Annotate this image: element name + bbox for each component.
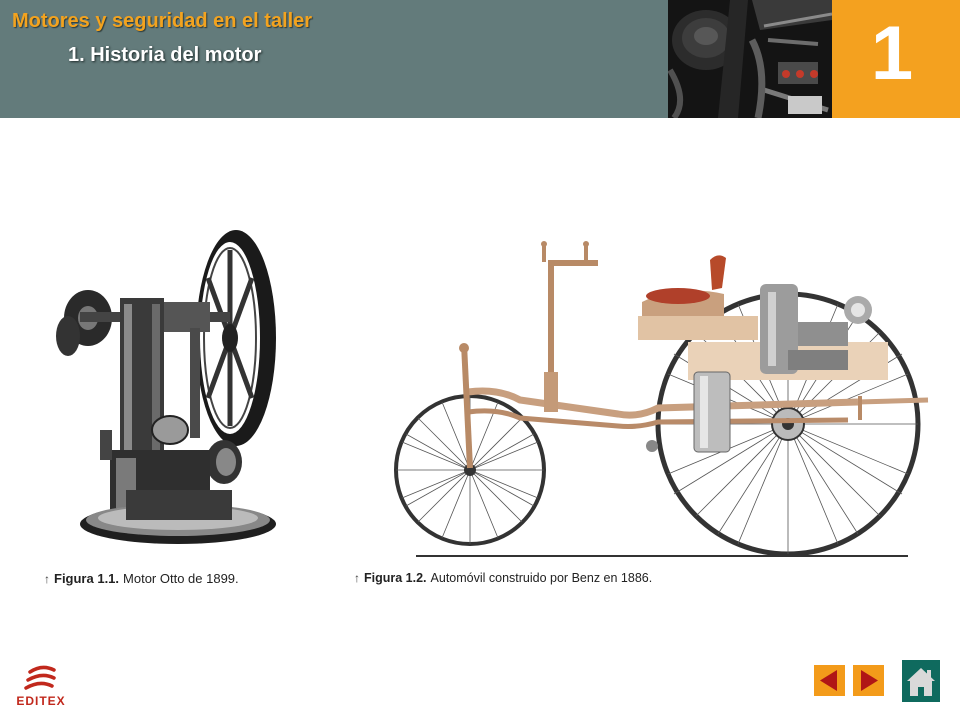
home-icon — [907, 668, 935, 696]
otto-engine-illustration — [40, 218, 286, 560]
arrow-right-icon — [861, 670, 878, 691]
engine-photo — [668, 0, 832, 118]
figure-caption-text: Motor Otto de 1899. — [123, 571, 239, 586]
next-button[interactable] — [853, 665, 884, 696]
home-button[interactable] — [902, 660, 940, 702]
arrow-left-icon — [820, 670, 837, 691]
figure-caption-text: Automóvil construido por Benz en 1886. — [430, 571, 653, 585]
section-title: 1. Historia del motor — [68, 44, 262, 66]
figure-label: Figura 1.1. — [54, 571, 120, 586]
benz-automobile-illustration — [388, 232, 936, 562]
logo-text: EDITEX — [16, 694, 66, 708]
caption-arrow-icon: ↑ — [44, 572, 50, 586]
figure-label: Figura 1.2. — [364, 571, 427, 585]
previous-button[interactable] — [814, 665, 845, 696]
chapter-badge: 1 — [832, 0, 960, 118]
figure-caption: ↑ Figura 1.2.Automóvil construido por Ben… — [354, 571, 652, 585]
caption-arrow-icon: ↑ — [354, 571, 360, 585]
slide-header: Motores y seguridad en el taller 1. Hist… — [0, 0, 960, 118]
figure-caption: ↑ Figura 1.1.Motor Otto de 1899. — [44, 571, 239, 586]
course-title: Motores y seguridad en el taller — [12, 10, 313, 32]
editex-logo: EDITEX — [8, 664, 74, 712]
chapter-number: 1 — [870, 11, 914, 96]
